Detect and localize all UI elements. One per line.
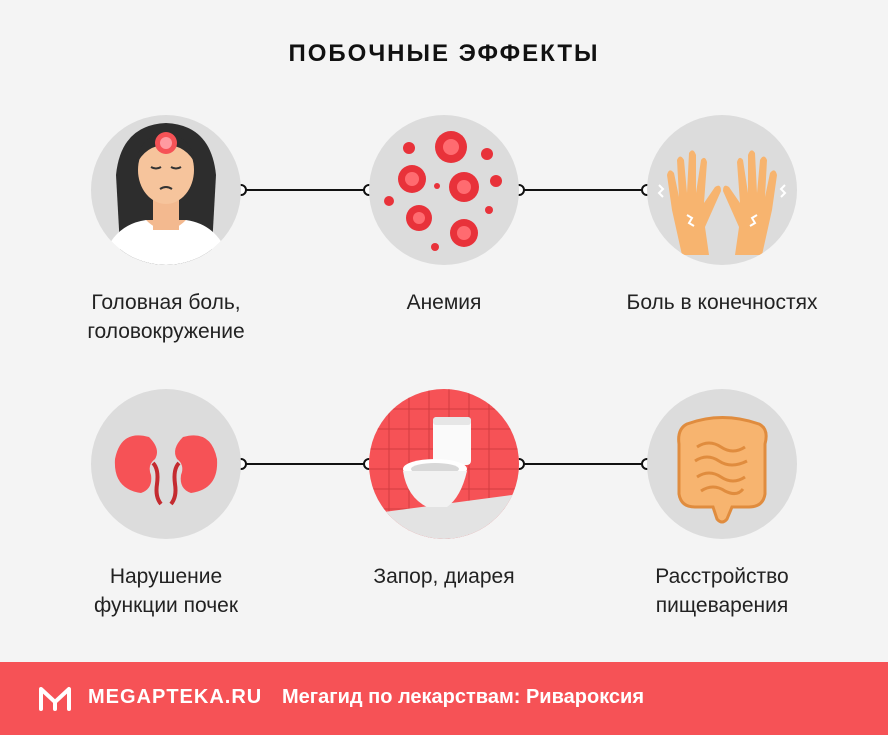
label-line: Анемия [406, 291, 482, 314]
footer-tagline: Мегагид по лекарствам: Ривароксия [282, 686, 645, 708]
headache-woman-icon [91, 115, 241, 265]
aching-hands-icon [647, 115, 797, 265]
brand-name[interactable]: MEGAPTEKA.RU [88, 686, 263, 708]
effect-label-kidneys: Нарушение функции почек [36, 562, 296, 620]
intestines-icon [647, 389, 797, 539]
effect-label-digestion: Расстройство пищеварения [592, 562, 852, 620]
label-line: Головная боль, [91, 291, 241, 314]
label-line: Расстройство [655, 565, 789, 588]
footer-bar: MEGAPTEKA.RU Мегагид по лекарствам: Рива… [0, 662, 888, 735]
effect-label-constipation: Запор, диарея [314, 562, 574, 591]
label-line: функции почек [93, 594, 239, 617]
blood-cells-icon [369, 115, 519, 265]
label-line: Боль в конечностях [626, 291, 818, 314]
label-line: Запор, диарея [373, 565, 515, 588]
label-line: Нарушение [109, 565, 223, 588]
page-title: ПОБОЧНЫЕ ЭФФЕКТЫ [288, 40, 600, 67]
effect-label-limb-pain: Боль в конечностях [592, 288, 852, 317]
toilet-icon [369, 389, 519, 539]
label-line: головокружение [87, 320, 245, 343]
label-line: пищеварения [655, 594, 789, 617]
effect-label-headache: Головная боль, головокружение [36, 288, 296, 346]
kidneys-icon [91, 389, 241, 539]
megapteka-logo-icon [39, 687, 71, 711]
effect-label-anemia: Анемия [314, 288, 574, 317]
